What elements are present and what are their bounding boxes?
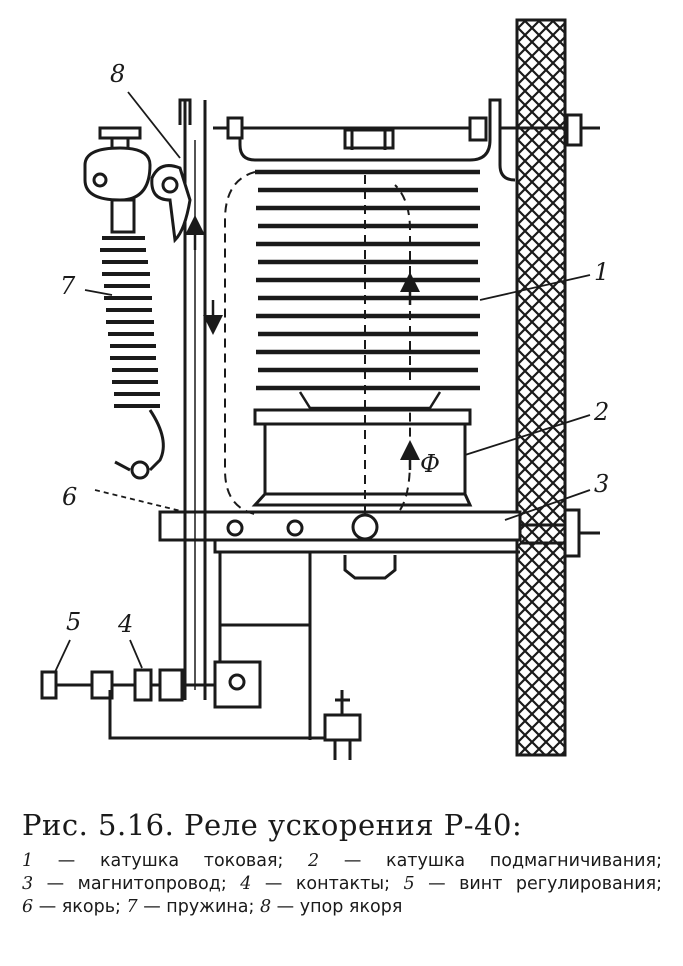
legend-item: 8 — упор якоря [259, 897, 403, 917]
legend-item: 7 — пружина; [126, 897, 255, 917]
mounting-panel [515, 18, 567, 757]
label-2: 2 [593, 398, 609, 426]
figure-caption-legend: 1 — катушка токовая; 2 — катушка подмагн… [22, 850, 662, 919]
figure-caption-title: Рис. 5.16. Реле ускорения Р-40: [22, 808, 523, 842]
label-8: 8 [110, 60, 125, 88]
label-5: 5 [66, 608, 81, 636]
legend-item: 2 — катушка подмагничивания; [308, 851, 662, 871]
flux-arrows [185, 215, 420, 470]
current-coil [255, 169, 480, 410]
label-4: 4 [117, 610, 133, 638]
magnetic-core [158, 508, 600, 580]
contacts-and-screw [40, 552, 362, 760]
relay-diagram: 1 2 3 4 5 6 7 8 Ф [40, 18, 609, 760]
legend-item: 6 — якорь; [22, 897, 121, 917]
spring [83, 126, 165, 480]
label-3: 3 [594, 470, 609, 498]
top-bracket [178, 98, 600, 182]
part-labels: 1 2 3 4 5 6 7 8 Ф [60, 60, 609, 638]
label-6: 6 [62, 483, 77, 511]
legend-item: 1 — катушка токовая; [22, 851, 284, 871]
label-1: 1 [594, 258, 609, 286]
legend-item: 5 — винт регулирования; [403, 874, 662, 894]
label-7: 7 [60, 272, 76, 300]
leader-lines [54, 91, 591, 673]
legend-item: 4 — контакты; [240, 874, 390, 894]
flux-label: Ф [420, 450, 440, 478]
legend-item: 3 — магнитопровод; [22, 874, 227, 894]
